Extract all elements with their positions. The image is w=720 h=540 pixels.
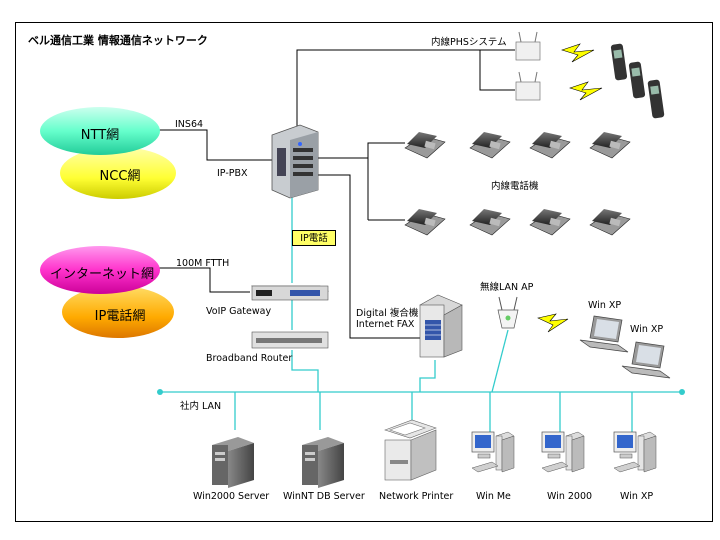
workstation-icon <box>613 431 657 473</box>
laptop-1-label: Win XP <box>588 300 622 311</box>
server-win2000 <box>212 437 254 488</box>
ftth-link <box>158 267 250 293</box>
mfp-link <box>318 174 420 339</box>
network-printer-unit <box>384 419 437 481</box>
wireless-ap-unit <box>497 296 519 329</box>
lan-node-label: WinNT DB Server <box>283 491 365 502</box>
digital-mfp-label: Digital 複合機 <box>356 308 419 319</box>
server-winnt-db <box>302 437 344 488</box>
lan-node-label: Win2000 Server <box>193 491 270 502</box>
ntt-cloud-label: NTT網 <box>80 128 120 143</box>
desk-phone-icon <box>404 132 446 159</box>
lightning-icon <box>569 81 603 101</box>
diagram-title: ベル通信工業 情報通信ネットワーク <box>28 34 208 47</box>
phs-system-label: 内線PHSシステム <box>431 37 507 48</box>
phs-handset-2 <box>628 61 646 99</box>
diagram-frame <box>15 22 713 522</box>
laptop-1 <box>579 315 629 353</box>
workstation-icon <box>471 431 515 473</box>
phs-antenna-2 <box>515 71 541 101</box>
ipphone-net-cloud-label: IP電話網 <box>94 309 146 324</box>
ipphone-callout: IP電話 <box>292 230 336 246</box>
laptop-2 <box>621 341 671 379</box>
phs-link-2 <box>479 50 515 91</box>
router-to-lan <box>291 350 319 392</box>
lan-node-label: Win 2000 <box>547 491 593 502</box>
ncc-cloud <box>60 147 176 199</box>
desk-phone-icon <box>404 209 446 236</box>
ip-pbx-unit <box>271 124 319 199</box>
broadband-router-unit <box>251 331 329 349</box>
ipphone-net-cloud <box>62 286 174 338</box>
lightning-icon <box>537 313 569 333</box>
lan-links <box>160 195 682 432</box>
ntt-cloud <box>40 107 160 155</box>
ap-to-lan <box>491 329 509 393</box>
digital-mfp-unit <box>419 294 463 358</box>
ncc-cloud-label: NCC網 <box>99 169 141 184</box>
lan-label: 社内 LAN <box>180 401 222 412</box>
mfp-to-lan <box>419 360 436 392</box>
ip-pbx-label: IP-PBX <box>217 168 248 179</box>
black-links <box>158 49 515 339</box>
ins64-link <box>158 129 273 161</box>
phs-antenna-1 <box>515 31 541 61</box>
workstation-icon <box>541 431 585 473</box>
extension-phones-label: 内線電話機 <box>491 181 539 192</box>
ftth-label: 100M FTTH <box>176 258 230 269</box>
internet-cloud <box>40 246 160 294</box>
ins64-label: INS64 <box>175 119 204 130</box>
desk-phone-icon <box>469 132 511 159</box>
lan-node-label: Win XP <box>620 491 654 502</box>
internet-fax-label: Internet FAX <box>356 319 415 330</box>
phs-handset-3 <box>647 79 665 119</box>
phones-link <box>318 142 405 159</box>
extension-phones <box>404 132 631 236</box>
desk-phone-icon <box>589 209 631 236</box>
lan-node-label: Win Me <box>476 491 511 502</box>
workstations <box>471 431 657 473</box>
broadband-router-label: Broadband Router <box>206 353 293 364</box>
desk-phone-icon <box>469 209 511 236</box>
voip-gateway-unit <box>250 285 330 301</box>
phs-link-1 <box>296 49 515 130</box>
desk-phone-icon <box>529 132 571 159</box>
lightning-icon <box>561 43 595 63</box>
desk-phone-icon <box>589 132 631 159</box>
laptop-2-label: Win XP <box>630 324 664 335</box>
phs-handset-1 <box>610 43 628 81</box>
lan-node-label: Network Printer <box>379 491 454 502</box>
internet-cloud-label: インターネット網 <box>50 267 155 282</box>
desk-phone-icon <box>529 209 571 236</box>
wireless-ap-label: 無線LAN AP <box>480 282 534 293</box>
lan-end-left <box>157 389 163 395</box>
lan-end-right <box>679 389 685 395</box>
voip-gateway-label: VoIP Gateway <box>206 306 272 317</box>
